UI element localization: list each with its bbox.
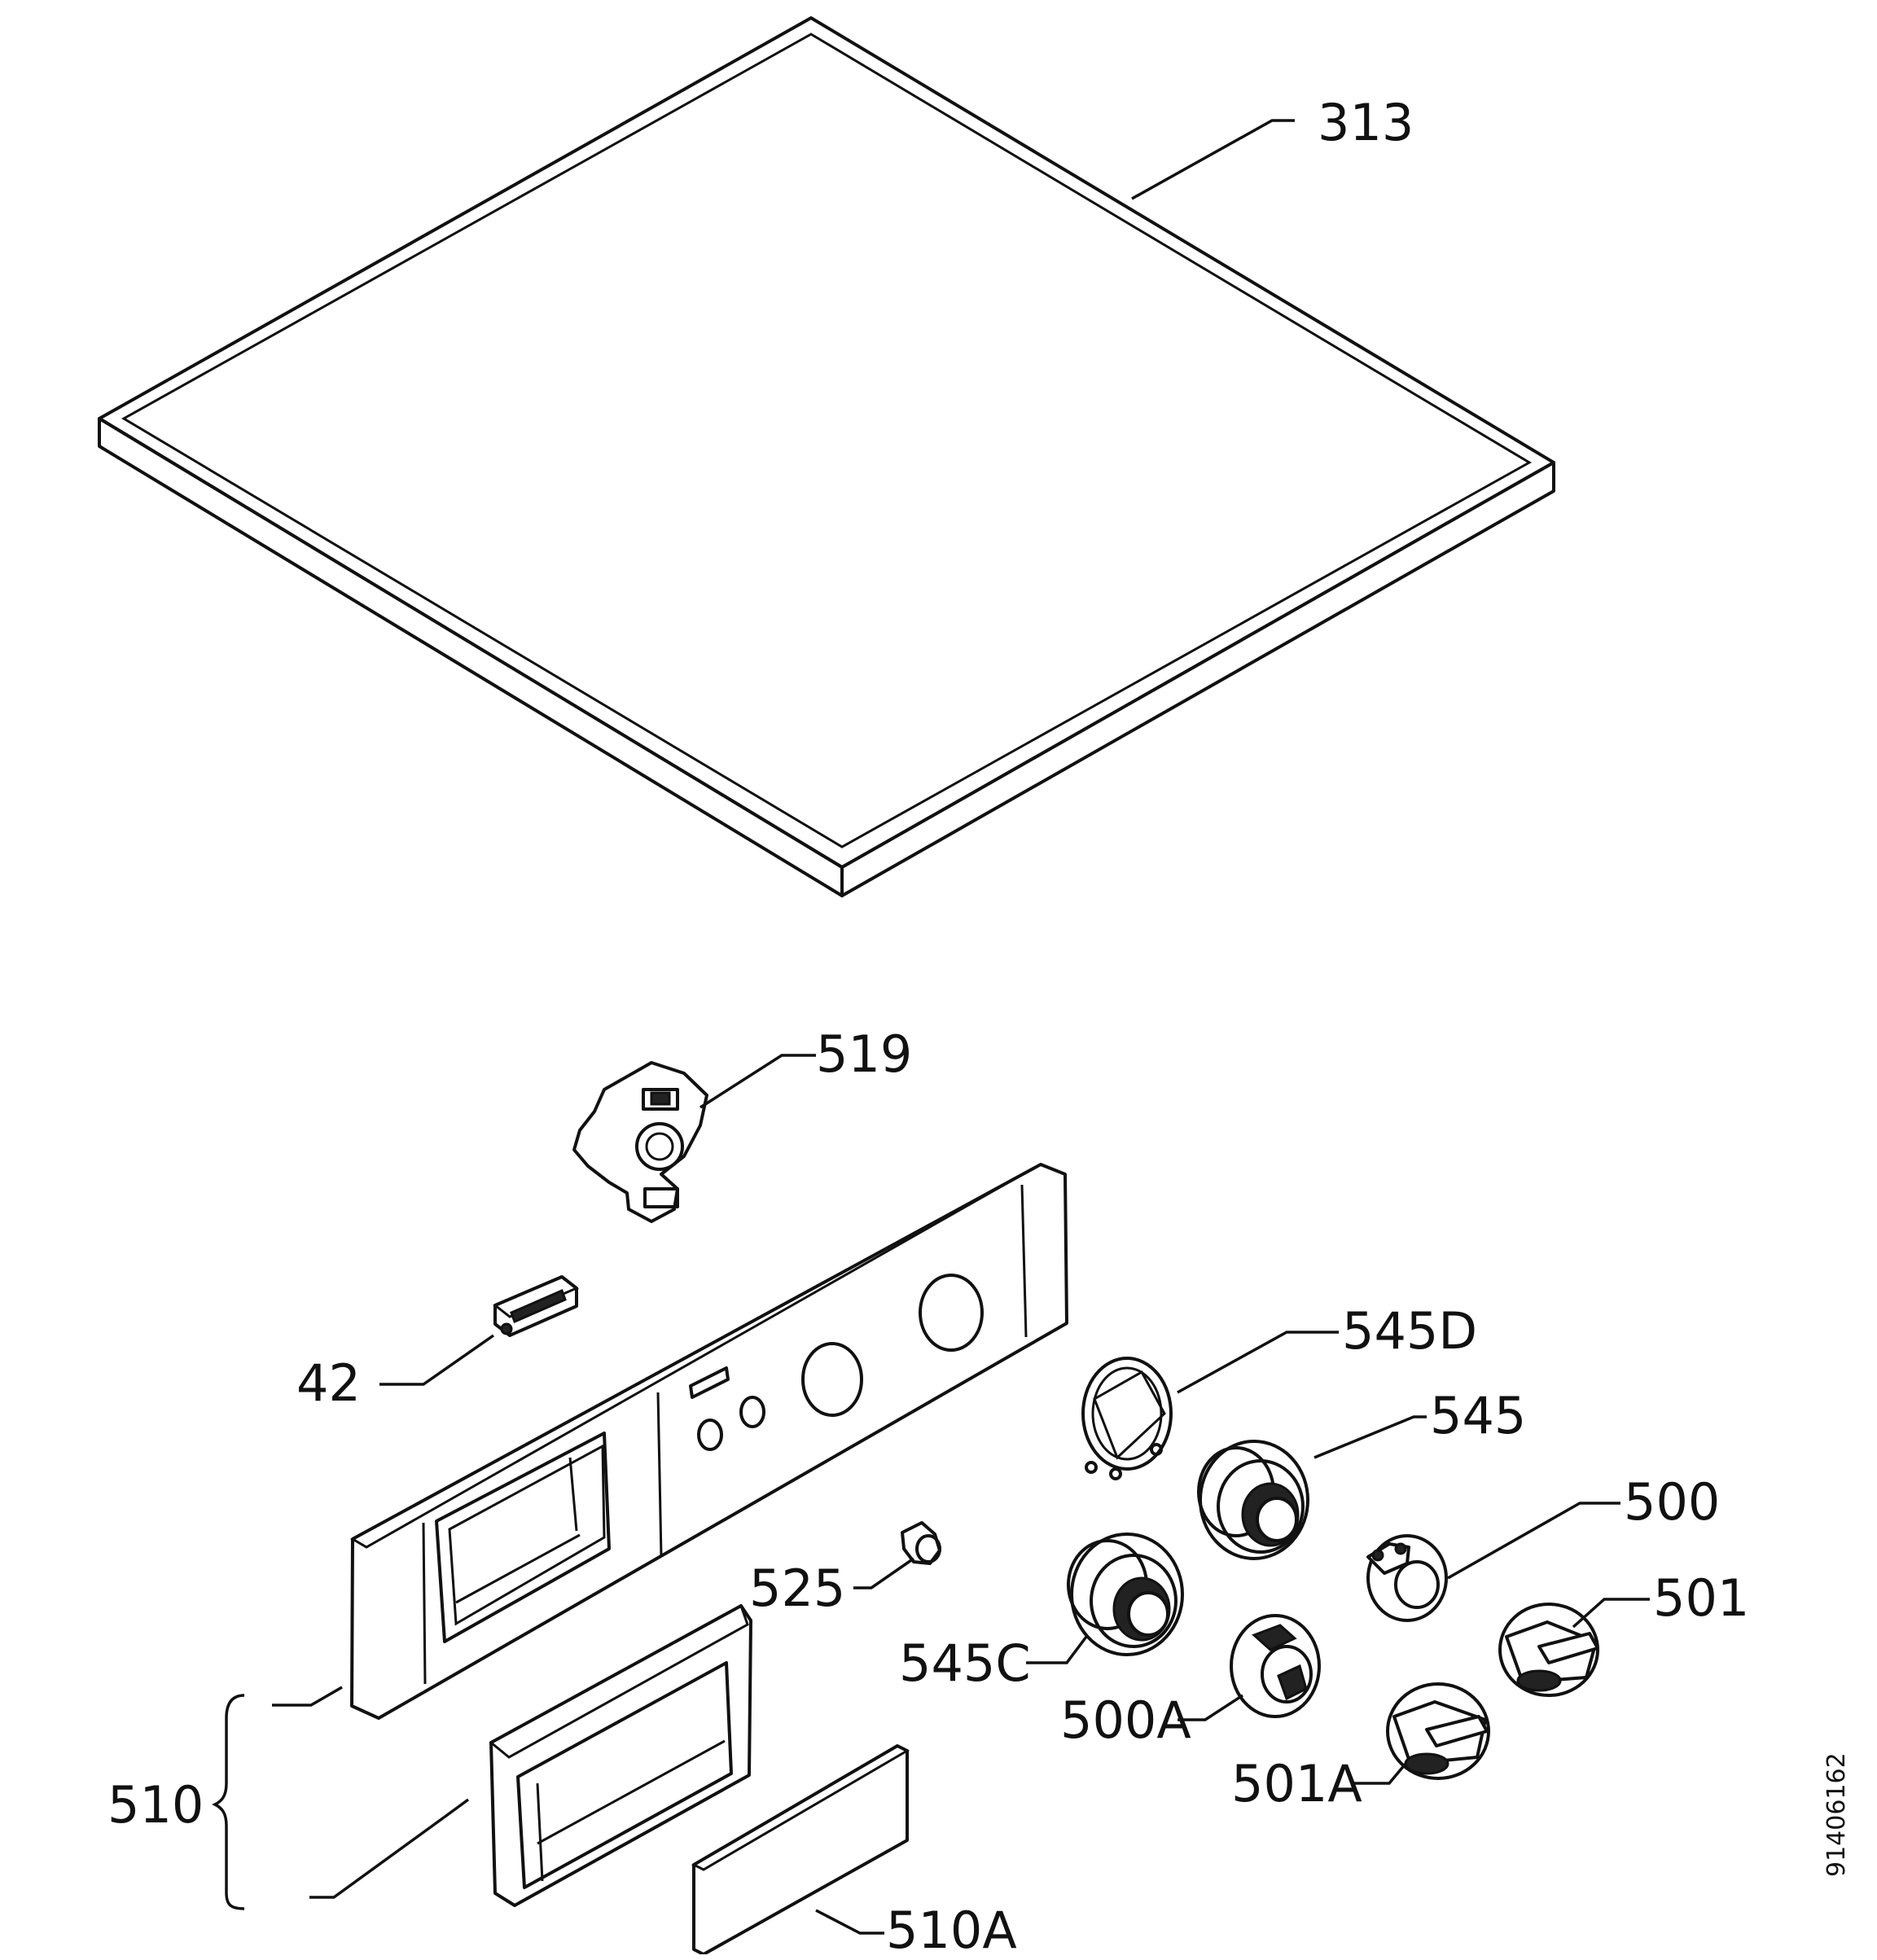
drawer-cover-510A [691,1744,910,1954]
callout-525: 525 [749,1559,846,1618]
knob-insert-500A [1230,1614,1321,1718]
knob-cap-501A [1386,1682,1490,1780]
connector-block-42 [493,1275,579,1337]
knob-ring-545D [1081,1357,1173,1480]
callout-545: 545 [1430,1386,1527,1445]
leader-lines [212,119,1650,1935]
callout-42: 42 [296,1353,361,1413]
callout-510: 510 [107,1775,204,1835]
callout-501A: 501A [1231,1754,1362,1813]
callout-313: 313 [1318,93,1414,152]
knob-bracket-519 [572,1061,708,1223]
callout-519: 519 [816,1024,913,1084]
callout-500: 500 [1624,1472,1721,1532]
knob-545 [1197,1440,1309,1560]
top-cover-313 [98,16,1555,897]
document-id: 91406162 [1822,1752,1851,1877]
callout-545C: 545C [899,1633,1031,1693]
callout-501: 501 [1653,1568,1750,1628]
callout-510A: 510A [886,1901,1017,1960]
knob-insert-500 [1366,1534,1448,1622]
control-panel-fascia [349,1163,1068,1720]
knob-545C [1067,1532,1184,1656]
dispenser-drawer-510 [489,1603,752,1907]
callout-545D: 545D [1342,1301,1478,1361]
plug-525 [901,1521,941,1565]
callout-500A: 500A [1060,1690,1191,1750]
